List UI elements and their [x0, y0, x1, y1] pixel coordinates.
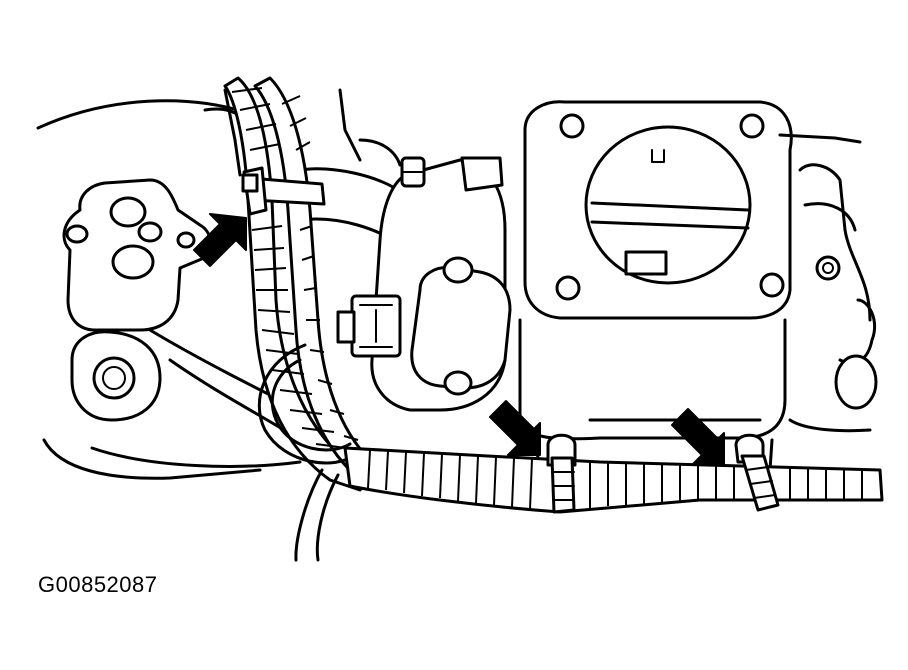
- arrow-icon: [193, 213, 725, 466]
- lower-right-clamp-arrow: [671, 408, 725, 466]
- left-bolt-boss: [70, 330, 162, 422]
- throttle-position-sensor: [370, 156, 512, 412]
- wire-harness-horizontal: [343, 433, 884, 514]
- egr-flange: [62, 178, 212, 332]
- figure-id-label: G00852087: [38, 572, 158, 597]
- upper-left-clamp-arrow: [193, 213, 247, 267]
- intake-manifold-outline: [36, 88, 407, 480]
- throttle-body: [518, 100, 878, 472]
- lower-center-clamp-arrow: [489, 400, 541, 456]
- sensor-connector: [336, 294, 402, 358]
